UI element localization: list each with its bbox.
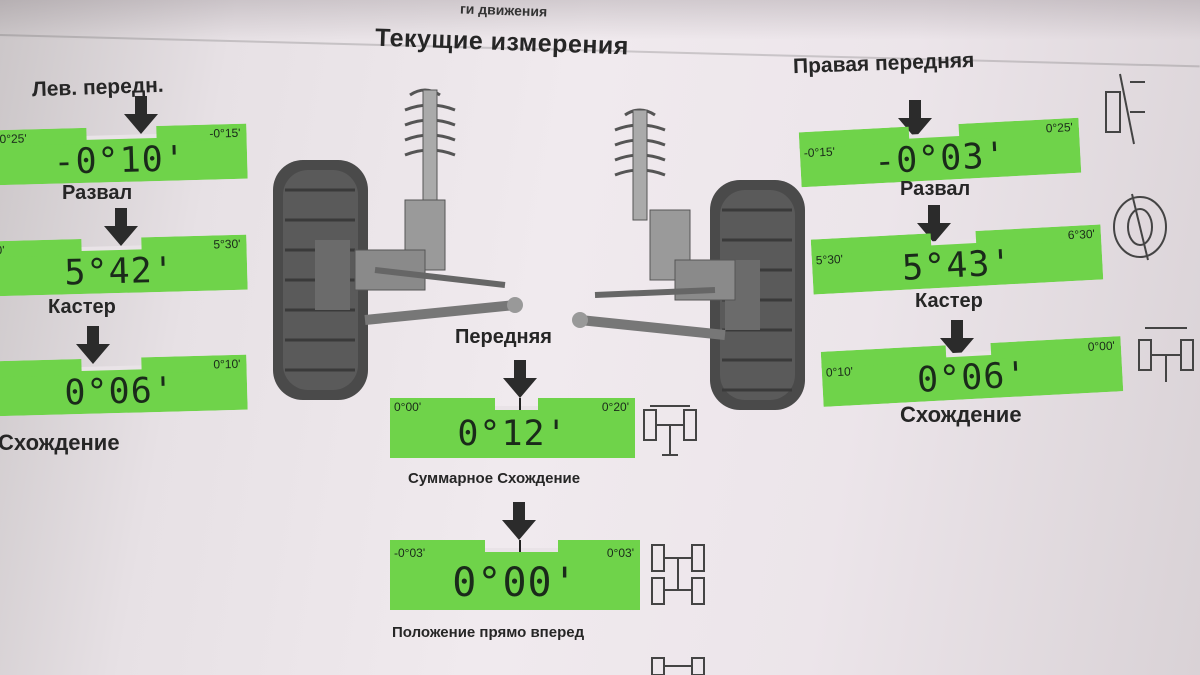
straight-arrow-icon — [502, 502, 536, 540]
gauge-bar — [390, 540, 640, 610]
total-toe-arrow-icon — [503, 360, 537, 398]
gauge-bar — [390, 398, 635, 458]
header-fragment: ги движения — [459, 0, 548, 20]
total-toe-diagram-icon — [643, 405, 697, 456]
total-toe-label: Суммарное Схождение — [408, 470, 581, 487]
right-caster-label: Кастер — [915, 290, 983, 312]
left-camber-arrow-icon — [124, 96, 158, 134]
total-toe-max: 0°20' — [601, 400, 629, 414]
right-caster-gauge: 5°30' 6°30' 5°43' — [810, 224, 1104, 295]
gauge-bar — [0, 123, 248, 186]
left-camber-label: Развал — [62, 182, 133, 204]
gauge-bar — [798, 117, 1082, 188]
right-toe-label: Схождение — [900, 402, 1022, 427]
straight-min: -0°03' — [394, 546, 426, 560]
caster-diagram-icon — [1113, 193, 1167, 261]
right-toe-gauge: 0°10' 0°00' 0°06' — [820, 336, 1124, 407]
right-camber-arrow-icon — [898, 100, 932, 138]
straight-label: Положение прямо вперед — [392, 624, 585, 641]
right-camber-gauge: -0°15' 0°25' -0°03' — [798, 117, 1082, 188]
straight-value: 0°00' — [452, 560, 578, 606]
total-toe-value: 0°12' — [457, 414, 568, 454]
left-toe-gauge: 0°10' 0°06' — [0, 354, 248, 417]
gauge-bar — [0, 354, 248, 417]
bottom-partial-icon — [651, 657, 705, 675]
total-toe-min: 0°00' — [394, 400, 422, 414]
right-caster-arrow-icon — [917, 205, 951, 243]
left-caster-arrow-icon — [104, 208, 138, 246]
left-camber-value: -0°10' — [52, 139, 187, 183]
left-toe-value: 0°06' — [63, 370, 176, 414]
toe-diagram-icon — [1138, 327, 1194, 382]
right-camber-label: Развал — [900, 178, 971, 200]
straight-max: 0°03' — [606, 546, 634, 560]
left-caster-value: 5°42' — [63, 250, 176, 294]
gauge-bar — [810, 224, 1104, 295]
straight-diagram-icon — [651, 544, 705, 605]
left-toe-label: Схождение — [0, 430, 120, 455]
right-heading: Правая передняя — [792, 48, 975, 79]
left-camber-gauge: -0°25' -0°15' -0°10' — [0, 123, 248, 186]
right-toe-arrow-icon — [940, 320, 974, 358]
total-toe-gauge: 0°00' 0°20' 0°12' — [390, 398, 635, 458]
front-heading: Передняя — [455, 326, 552, 348]
left-caster-gauge: 0' 5°30' 5°42' — [0, 234, 248, 297]
gauge-bar — [820, 336, 1124, 407]
page-shadow — [0, 0, 1200, 40]
suspension-illustration — [273, 88, 805, 410]
left-toe-arrow-icon — [76, 326, 110, 364]
straight-gauge: -0°03' 0°03' 0°00' — [390, 540, 640, 610]
left-caster-label: Кастер — [48, 296, 116, 318]
gauge-bar — [0, 234, 248, 297]
camber-diagram-icon — [1105, 73, 1145, 145]
